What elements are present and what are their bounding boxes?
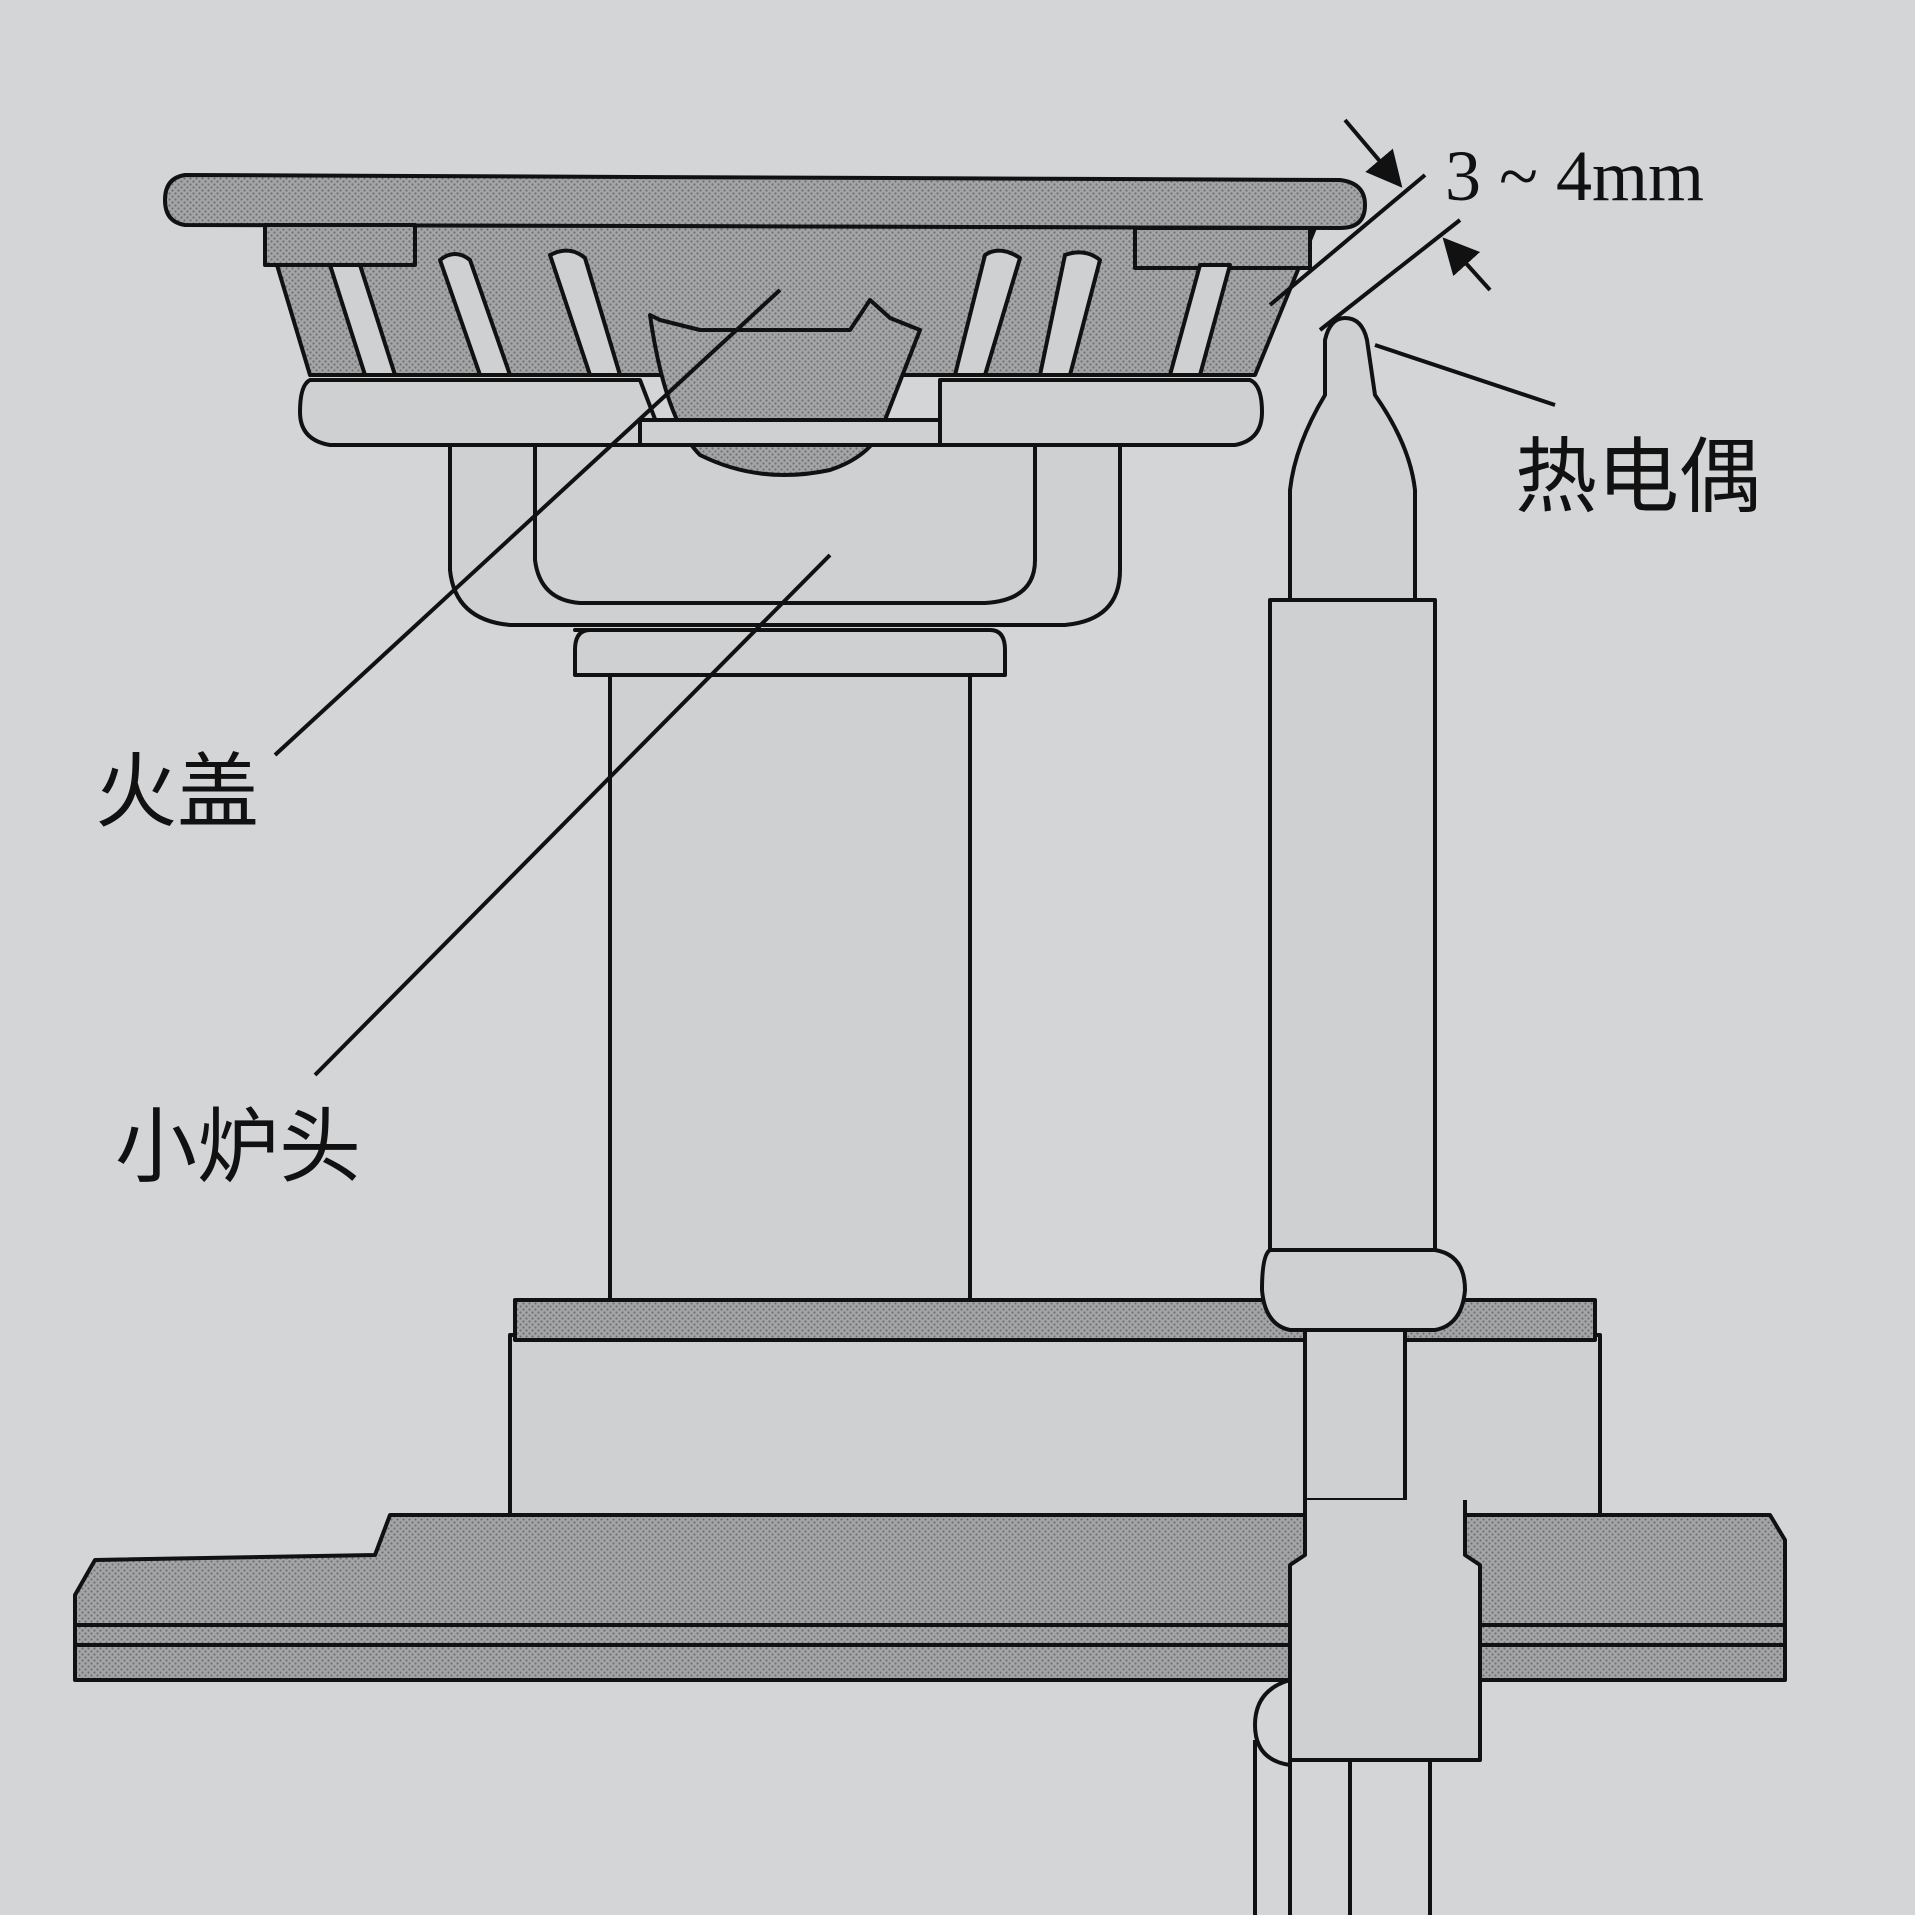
- small-burner-head-label: 小炉头: [115, 1100, 361, 1195]
- burner-column: [448, 440, 1122, 1302]
- thermocouple-probe: [1253, 316, 1482, 1915]
- burner-head-leader-line: [313, 553, 832, 1077]
- lower-housing: [508, 1298, 1602, 1517]
- gap-dimension-indicator: [1268, 118, 1492, 332]
- fire-cover-label: 火盖: [95, 745, 259, 840]
- thermocouple-label: 热电偶: [1515, 430, 1761, 525]
- thermocouple-leader-line: [1374, 343, 1556, 407]
- fire-cover: [163, 173, 1367, 477]
- gap-dimension-label: 3 ~ 4mm: [1445, 136, 1704, 216]
- fire-cover-leader-line: [273, 288, 782, 757]
